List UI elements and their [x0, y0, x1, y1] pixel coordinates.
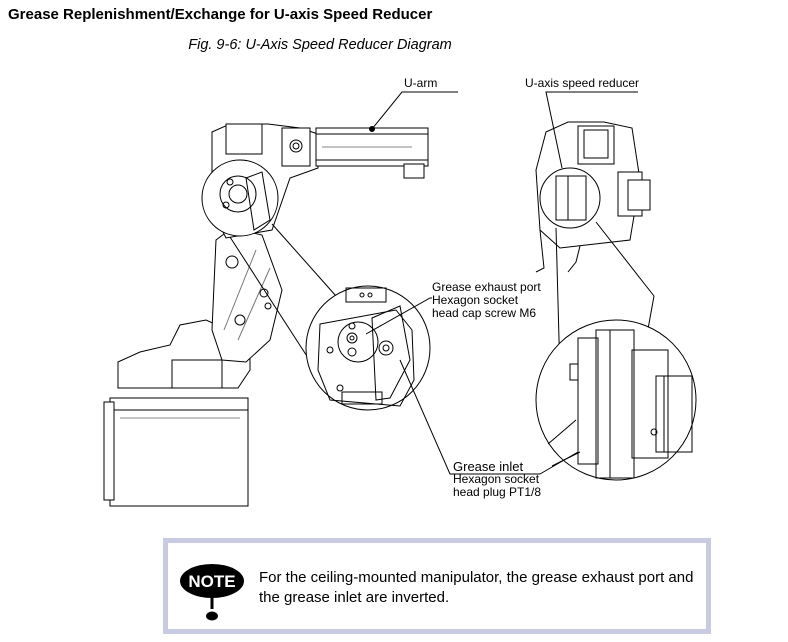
note-icon: NOTE	[180, 564, 244, 621]
grease-exhaust-port-label: Grease exhaust port Hexagon socket head …	[432, 281, 541, 320]
section-heading: Grease Replenishment/Exchange for U-axis…	[8, 6, 433, 23]
figure-caption: Fig. 9-6: U-Axis Speed Reducer Diagram	[188, 37, 452, 53]
robot-diagram	[103, 91, 697, 507]
robot-side-view	[103, 91, 458, 507]
u-arm-label: U-arm	[404, 76, 438, 90]
exhaust-line-2: Hexagon socket	[432, 293, 519, 307]
inlet-line-2: Hexagon socket	[453, 472, 540, 486]
robot-front-view	[535, 91, 655, 377]
inlet-line-1: Grease inlet	[453, 459, 524, 474]
note-text: For the ceiling-mounted manipulator, the…	[259, 569, 694, 606]
inlet-line-3: head plug PT1/8	[453, 485, 542, 499]
zoom-detail-exhaust	[305, 285, 540, 475]
zoom-detail-inlet	[535, 319, 697, 481]
exhaust-line-1: Grease exhaust port	[432, 280, 541, 294]
note-box: NOTE For the ceiling-mounted manipulator…	[163, 538, 711, 634]
grease-inlet-label: Grease inlet Hexagon socket head plug PT…	[453, 460, 541, 499]
exhaust-line-3: head cap screw M6	[432, 306, 537, 320]
note-icon-text: NOTE	[188, 572, 235, 591]
u-axis-speed-reducer-label: U-axis speed reducer	[525, 76, 640, 90]
